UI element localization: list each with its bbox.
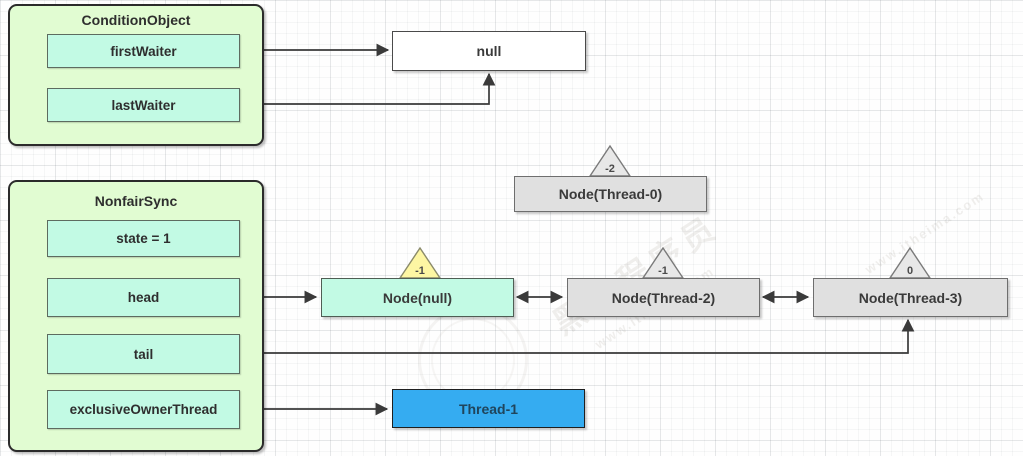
node-thread3-label: Node(Thread-3) — [858, 289, 963, 306]
field-tail-label: tail — [133, 346, 154, 362]
condition-object-title: ConditionObject — [81, 12, 191, 28]
field-firstwaiter: firstWaiter — [47, 34, 240, 68]
waitstatus-value: -1 — [415, 265, 425, 277]
waitstatus-badge-node-thread3: 0 — [888, 246, 932, 279]
thread1-box: Thread-1 — [392, 389, 585, 428]
field-lastwaiter-label: lastWaiter — [111, 97, 176, 113]
node-null-box: Node(null) — [321, 278, 514, 317]
node-thread2-label: Node(Thread-2) — [611, 289, 716, 306]
waitstatus-badge-node-thread0: -2 — [588, 144, 632, 177]
node-thread2-box: Node(Thread-2) — [567, 278, 760, 317]
field-firstwaiter-label: firstWaiter — [110, 43, 177, 59]
watermark-brand-text-2: www.itheima.com — [862, 188, 988, 277]
field-exclusiveownerthread: exclusiveOwnerThread — [47, 390, 240, 429]
node-thread3-box: Node(Thread-3) — [813, 278, 1008, 317]
field-tail: tail — [47, 334, 240, 374]
node-thread0-label: Node(Thread-0) — [558, 186, 663, 202]
waitstatus-value: 0 — [906, 265, 914, 277]
canvas-bottom-margin — [0, 456, 1023, 474]
arrow-node-thread3-to-tail — [240, 318, 915, 360]
field-lastwaiter: lastWaiter — [47, 88, 240, 122]
waitstatus-value: -1 — [658, 265, 668, 277]
node-thread0-box: Node(Thread-0) — [514, 176, 707, 212]
thread1-label: Thread-1 — [458, 400, 519, 417]
arrow-lastwaiter-to-null — [240, 72, 496, 105]
null-box: null — [392, 31, 586, 71]
nonfair-sync-title: NonfairSync — [94, 193, 178, 209]
field-state-label: state = 1 — [116, 231, 171, 246]
field-exclusiveownerthread-label: exclusiveOwnerThread — [69, 402, 218, 417]
null-box-label: null — [476, 43, 502, 59]
waitstatus-badge-node-thread2: -1 — [641, 246, 685, 279]
node-null-label: Node(null) — [382, 289, 453, 306]
field-state: state = 1 — [47, 220, 240, 257]
waitstatus-value: -2 — [605, 163, 615, 175]
condition-object-panel: ConditionObject — [8, 4, 264, 146]
field-head-label: head — [127, 290, 160, 305]
waitstatus-badge-node-null: -1 — [398, 246, 442, 279]
field-head: head — [47, 278, 240, 317]
